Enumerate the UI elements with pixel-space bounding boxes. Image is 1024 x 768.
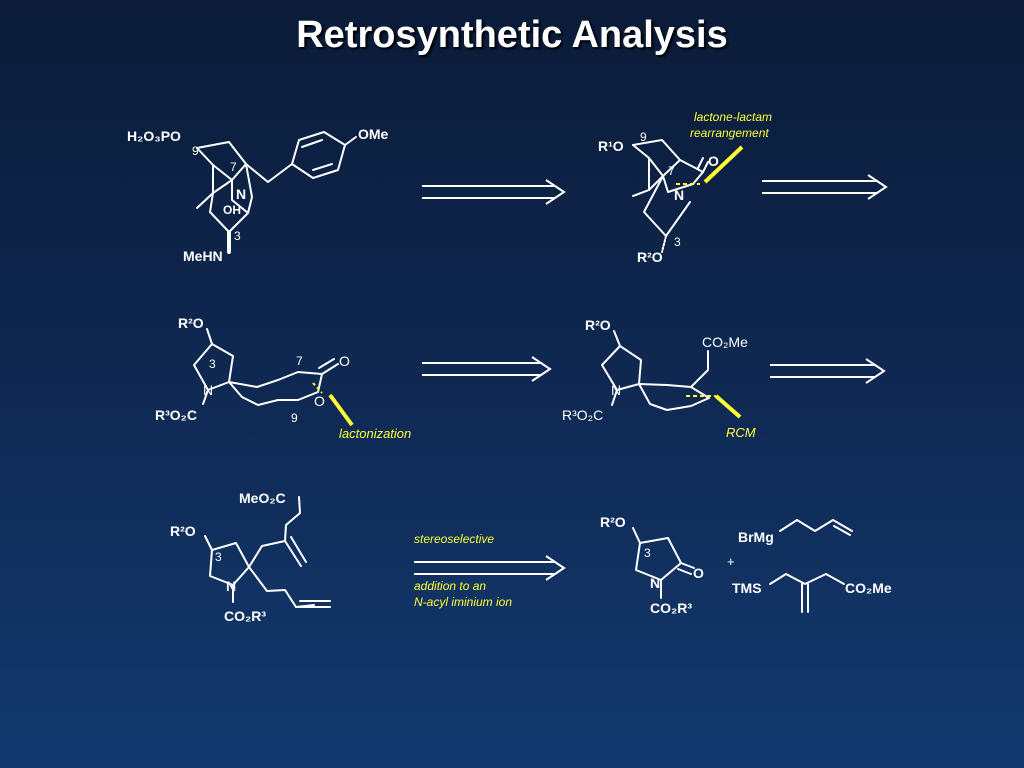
r2o-label: R²O bbox=[600, 514, 626, 530]
retro-arrow-2 bbox=[762, 174, 888, 200]
iminium-note-2: N-acyl iminium ion bbox=[414, 595, 512, 609]
r2o-label: R²O bbox=[585, 317, 611, 333]
nitrogen-label: N bbox=[203, 382, 213, 398]
ester-label: MeO₂C bbox=[239, 490, 286, 506]
tms-label: TMS bbox=[732, 580, 762, 596]
page-title: Retrosynthetic Analysis bbox=[296, 14, 728, 56]
carbonyl-o-label: O bbox=[339, 353, 350, 369]
iminium-note-1: addition to an bbox=[414, 579, 486, 593]
carbonyl-o-label: O bbox=[708, 153, 719, 169]
locant-3: 3 bbox=[215, 550, 222, 564]
locant-3: 3 bbox=[674, 235, 681, 249]
locant-7: 7 bbox=[296, 354, 303, 368]
ester-intermediate: R²O CO₂Me N R³O₂C RCM bbox=[562, 317, 756, 440]
ester-label: CO₂Me bbox=[845, 580, 892, 596]
lactam-intermediate: R¹O O N R²O 9 7 3 lactone-lactam rearran… bbox=[598, 110, 772, 265]
retro-arrow-4 bbox=[770, 358, 886, 384]
locant-7: 7 bbox=[230, 160, 237, 174]
reagents: BrMg + TMS CO₂Me bbox=[727, 519, 892, 613]
rearrangement-note-2: rearrangement bbox=[690, 126, 769, 140]
methoxy-label: OMe bbox=[358, 126, 389, 142]
grignard-label: BrMg bbox=[738, 529, 774, 545]
stereoselective-note: stereoselective bbox=[414, 532, 494, 546]
amine-label: MeHN bbox=[183, 248, 223, 264]
r2o-label: R²O bbox=[637, 249, 663, 265]
ester-label: CO₂Me bbox=[702, 334, 748, 350]
ring-o-label: O bbox=[314, 393, 325, 409]
r1o-label: R¹O bbox=[598, 138, 624, 154]
carbamate-label: R³O₂C bbox=[562, 407, 603, 423]
nitrogen-label: N bbox=[226, 578, 236, 594]
locant-3: 3 bbox=[644, 546, 651, 560]
lactone-intermediate: R²O N R³O₂C O O 3 7 9 lactonization bbox=[155, 315, 411, 441]
locant-9: 9 bbox=[640, 130, 647, 144]
locant-9: 9 bbox=[192, 144, 199, 158]
diene-intermediate: MeO₂C R²O N CO₂R³ 3 bbox=[170, 490, 331, 624]
r2o-label: R²O bbox=[178, 315, 204, 331]
carbamate-label: CO₂R³ bbox=[224, 608, 266, 624]
lactonization-note: lactonization bbox=[339, 426, 411, 441]
retro-arrow-1 bbox=[422, 179, 566, 205]
target-molecule: H₂O₃PO OMe N OH MeHN 9 7 3 bbox=[127, 126, 389, 264]
nitrogen-label: N bbox=[611, 382, 621, 398]
retro-arrow-5: stereoselective addition to an N-acyl im… bbox=[414, 532, 566, 609]
nitrogen-label: N bbox=[674, 187, 684, 203]
rcm-note: RCM bbox=[726, 425, 756, 440]
r2o-label: R²O bbox=[170, 523, 196, 539]
carbamate-label: R³O₂C bbox=[155, 407, 197, 423]
locant-3: 3 bbox=[209, 357, 216, 371]
locant-7: 7 bbox=[668, 164, 675, 178]
rearrangement-note-1: lactone-lactam bbox=[694, 110, 772, 124]
carbamate-label: CO₂R³ bbox=[650, 600, 692, 616]
locant-9: 9 bbox=[291, 411, 298, 425]
retro-arrow-3 bbox=[422, 356, 552, 382]
carbonyl-o-label: O bbox=[693, 565, 704, 581]
plus-sign: + bbox=[727, 554, 735, 569]
nitrogen-label: N bbox=[236, 186, 246, 202]
hydroxyl-label: OH bbox=[223, 203, 241, 217]
locant-3: 3 bbox=[234, 229, 241, 243]
phosphate-label: H₂O₃PO bbox=[127, 128, 181, 144]
nitrogen-label: N bbox=[650, 575, 660, 591]
lactam-starting-material: R²O N O CO₂R³ 3 bbox=[600, 514, 704, 616]
